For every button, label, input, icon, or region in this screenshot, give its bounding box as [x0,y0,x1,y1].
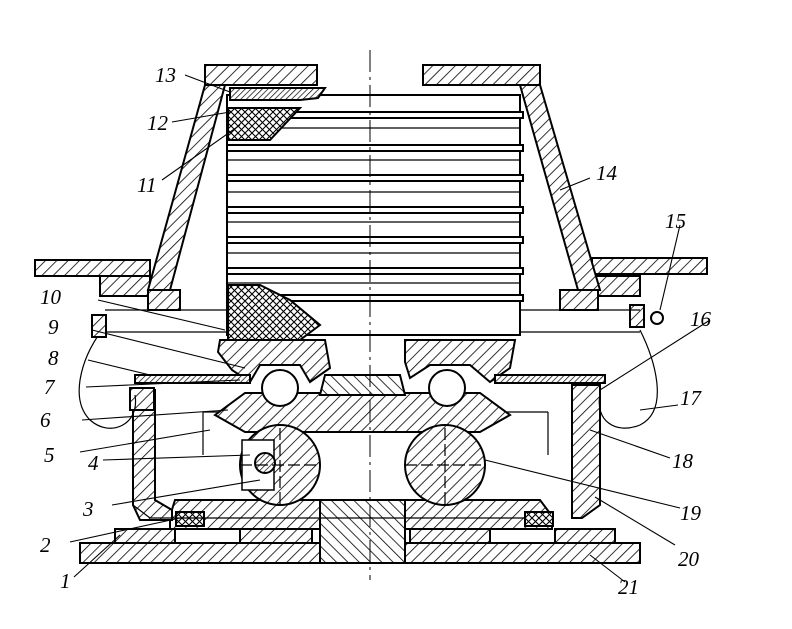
upper-race [213,392,512,433]
roller-left [239,424,321,506]
label-10: 10 [40,285,62,309]
roller-right [404,424,486,506]
label-9: 9 [48,315,59,339]
seal-flange [134,374,606,384]
label-15: 15 [665,209,686,233]
label-6: 6 [40,408,51,432]
conical-shell [146,84,602,311]
label-1: 1 [60,569,71,593]
label-2: 2 [40,533,51,557]
label-17: 17 [680,386,703,410]
label-19: 19 [680,501,702,525]
label-3: 3 [82,497,94,521]
label-18: 18 [672,449,694,473]
top-cover [204,64,541,86]
label-14: 14 [596,161,618,185]
label-4: 4 [88,451,99,475]
label-21: 21 [618,575,639,599]
leader-lines [69,74,711,583]
label-11: 11 [137,173,156,197]
upper-balls [261,369,466,407]
bellows-stack [226,87,524,341]
label-13: 13 [155,63,176,87]
label-12: 12 [147,111,169,135]
part-labels: 13 12 11 14 15 10 9 16 8 7 17 6 5 4 18 3… [40,63,712,599]
label-16: 16 [690,307,712,331]
label-8: 8 [48,346,59,370]
bearing-housing [216,339,517,384]
center-hub [318,374,407,396]
lower-race [169,499,553,564]
label-20: 20 [678,547,700,571]
label-7: 7 [44,375,56,399]
label-5: 5 [44,443,55,467]
